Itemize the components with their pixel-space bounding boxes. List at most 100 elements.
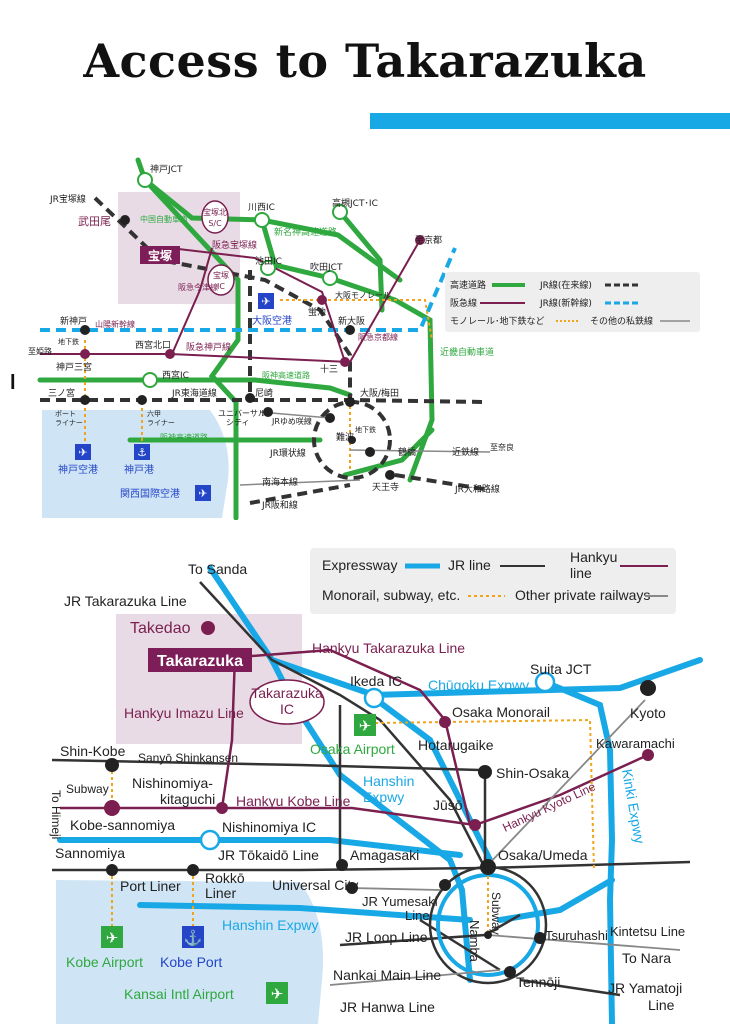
svg-text:S/C: S/C — [208, 219, 222, 228]
svg-text:尼崎: 尼崎 — [255, 387, 273, 399]
svg-text:Hankyu: Hankyu — [570, 549, 617, 565]
svg-text:JR東海道線: JR東海道線 — [171, 387, 217, 399]
svg-text:Line: Line — [648, 997, 675, 1013]
svg-text:Kansai Intl Airport: Kansai Intl Airport — [124, 986, 234, 1002]
svg-text:To Sanda: To Sanda — [188, 561, 247, 577]
svg-text:西宮北口: 西宮北口 — [135, 339, 171, 351]
svg-text:関西国際空港: 関西国際空港 — [120, 487, 180, 500]
english-route-map: Takarazuka Takarazuka IC ✈ ✈ ⚓ ✈ Express… — [49, 548, 703, 1024]
svg-text:✈: ✈ — [198, 487, 207, 500]
svg-text:JR環状線: JR環状線 — [269, 447, 306, 459]
svg-text:ユニバーサル: ユニバーサル — [218, 409, 266, 418]
svg-text:Kinki Expwy: Kinki Expwy — [619, 768, 648, 845]
jp-osaka-airport-icon — [258, 293, 274, 309]
svg-text:宝塚: 宝塚 — [213, 270, 229, 280]
svg-text:JR線(在来線): JR線(在来線) — [539, 279, 592, 291]
svg-text:阪急宝塚線: 阪急宝塚線 — [212, 239, 257, 251]
svg-text:JR大和路線: JR大和路線 — [454, 483, 500, 495]
svg-text:至奈良: 至奈良 — [490, 442, 514, 452]
svg-text:ライナー: ライナー — [55, 419, 83, 427]
svg-text:JR Yumesaki: JR Yumesaki — [362, 894, 438, 909]
jp-takarazuka-box — [140, 246, 180, 264]
en-osaka-airport-icon — [354, 714, 376, 736]
svg-text:Hanshin Expwy: Hanshin Expwy — [222, 917, 319, 933]
svg-text:JR line: JR line — [448, 557, 491, 573]
svg-text:JR線(新幹線): JR線(新幹線) — [539, 297, 592, 309]
svg-text:JR阪和線: JR阪和線 — [261, 499, 298, 511]
en-sea — [56, 880, 324, 1024]
svg-text:Takarazuka: Takarazuka — [251, 685, 323, 701]
svg-text:山陽新幹線: 山陽新幹線 — [95, 319, 135, 329]
en-kobe-airport-icon — [101, 926, 123, 948]
svg-text:至京都: 至京都 — [415, 234, 442, 246]
svg-text:阪急線: 阪急線 — [450, 297, 477, 309]
svg-text:✈: ✈ — [106, 930, 119, 947]
svg-text:大阪空港: 大阪空港 — [252, 314, 292, 327]
svg-text:Subway: Subway — [489, 892, 503, 935]
jp-suita-jct — [322, 270, 338, 286]
svg-text:阪神高速道路: 阪神高速道路 — [262, 370, 310, 380]
svg-text:その他の私鉄線: その他の私鉄線 — [590, 315, 653, 327]
svg-text:六甲: 六甲 — [147, 409, 161, 418]
jp-kansai-airport-icon — [195, 485, 211, 501]
svg-text:大阪モノレール: 大阪モノレール — [335, 290, 391, 300]
svg-text:Namba: Namba — [467, 920, 482, 963]
svg-text:池田IC: 池田IC — [255, 255, 282, 267]
svg-text:天王寺: 天王寺 — [372, 482, 399, 493]
svg-text:地下鉄: 地下鉄 — [355, 425, 376, 434]
svg-text:阪神高速道路: 阪神高速道路 — [160, 432, 208, 442]
en-kobe-port-icon — [182, 926, 204, 948]
svg-text:Nankai Main Line: Nankai Main Line — [333, 967, 441, 983]
svg-text:Expressway: Expressway — [322, 557, 397, 573]
svg-text:三ノ宮: 三ノ宮 — [48, 387, 75, 399]
page-title: Access to Takarazuka — [83, 34, 647, 88]
svg-text:Kintetsu Line: Kintetsu Line — [610, 924, 685, 939]
svg-text:大阪/梅田: 大阪/梅田 — [360, 387, 399, 399]
svg-text:Hankyu Kyoto Line: Hankyu Kyoto Line — [500, 779, 598, 834]
svg-text:Expwy: Expwy — [363, 789, 404, 805]
svg-text:Kobe-sannomiya: Kobe-sannomiya — [70, 817, 175, 833]
svg-text:新大阪: 新大阪 — [338, 315, 365, 327]
svg-text:近畿自動車道: 近畿自動車道 — [440, 346, 494, 358]
svg-text:鶴橋: 鶴橋 — [398, 446, 416, 458]
svg-text:モノレール･地下鉄など: モノレール･地下鉄など — [450, 315, 545, 327]
jp-takatsuki-jct — [332, 204, 348, 220]
svg-text:神戸JCT: 神戸JCT — [150, 163, 183, 175]
svg-text:武田尾: 武田尾 — [78, 215, 111, 228]
svg-text:Subway: Subway — [66, 782, 109, 796]
svg-text:JR Tōkaidō Line: JR Tōkaidō Line — [218, 847, 319, 863]
svg-text:⚓: ⚓ — [137, 446, 147, 459]
svg-text:Hanshin: Hanshin — [363, 773, 414, 789]
svg-text:✈: ✈ — [271, 986, 284, 1003]
jp-ikeda-ic — [260, 260, 276, 276]
svg-text:Kobe Airport: Kobe Airport — [66, 954, 143, 970]
svg-text:Shin-Osaka: Shin-Osaka — [496, 765, 569, 781]
svg-text:神戸空港: 神戸空港 — [58, 463, 98, 476]
svg-text:Chūgoku Expwy: Chūgoku Expwy — [428, 677, 529, 693]
svg-text:新名神高速道路: 新名神高速道路 — [274, 226, 337, 238]
svg-text:吹田JCT: 吹田JCT — [310, 261, 343, 273]
svg-text:難波: 難波 — [336, 431, 354, 443]
svg-text:南海本線: 南海本線 — [262, 476, 298, 488]
jp-kobe-airport-icon — [75, 444, 91, 460]
stray-mark: l — [10, 372, 16, 394]
en-takarazuka-label: Takarazuka — [157, 653, 243, 670]
svg-text:Tsuruhashi: Tsuruhashi — [545, 928, 608, 943]
svg-text:kitaguchi: kitaguchi — [160, 791, 215, 807]
jp-sea — [42, 410, 229, 518]
svg-text:JR Loop Line: JR Loop Line — [345, 929, 428, 945]
svg-text:IC: IC — [280, 701, 294, 717]
svg-text:Osaka Monorail: Osaka Monorail — [452, 704, 550, 720]
svg-text:神戸港: 神戸港 — [124, 463, 154, 476]
jp-kobe-port-icon — [134, 444, 150, 460]
svg-text:Ikeda IC: Ikeda IC — [350, 673, 402, 689]
svg-text:Tennōji: Tennōji — [516, 974, 560, 990]
svg-text:Hankyu Kobe Line: Hankyu Kobe Line — [236, 793, 351, 809]
svg-text:宝塚北: 宝塚北 — [203, 207, 227, 217]
svg-text:Sannomiya: Sannomiya — [55, 845, 125, 861]
jp-kawanishi-ic — [254, 212, 270, 228]
en-takarazuka-ic — [249, 679, 325, 725]
svg-text:Monorail, subway, etc.: Monorail, subway, etc. — [322, 587, 460, 603]
svg-text:Nishinomiya-: Nishinomiya- — [132, 775, 213, 791]
en-ikeda-ic-node — [363, 687, 385, 709]
